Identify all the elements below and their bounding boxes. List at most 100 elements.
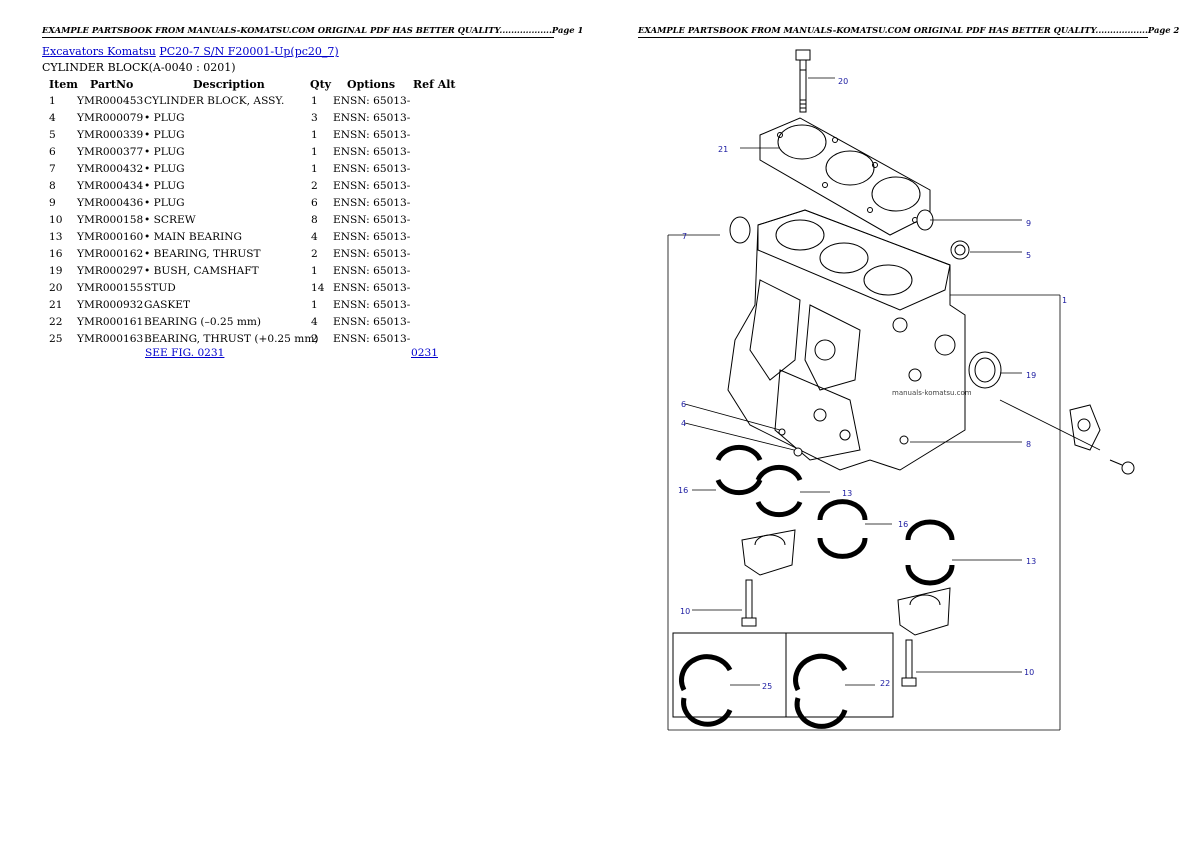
row-options: ENSN: 65013-	[333, 231, 411, 243]
exploded-parts-diagram: 20 21 9 7 5 1 19 6 4 8 16 13 16 13 10 25…	[667, 49, 1135, 731]
row-item: 7	[49, 163, 56, 175]
callout-label: 20	[838, 77, 848, 86]
plug-8-part	[899, 435, 909, 445]
callout-labels: 20 21 9 7 5 1 19 6 4 8 16 13 16 13 10 25…	[678, 77, 1067, 691]
row-partno: YMR000297	[77, 265, 144, 277]
breadcrumb-model-link[interactable]: PC20-7 S/N F20001-Up(pc20_7)	[159, 45, 339, 58]
leader-lines	[667, 77, 1101, 731]
row-item: 19	[49, 265, 63, 277]
callout-label: 21	[718, 145, 728, 154]
row-qty: 1	[311, 129, 318, 141]
row-partno: YMR000162	[77, 248, 144, 260]
row-partno: YMR000158	[77, 214, 144, 226]
callout-label: 8	[1026, 440, 1031, 449]
row-partno: YMR000434	[77, 180, 144, 192]
row-qty: 1	[311, 95, 318, 107]
row-options: ENSN: 65013-	[333, 129, 411, 141]
row-partno: YMR000163	[77, 333, 144, 345]
row-options: ENSN: 65013-	[333, 197, 411, 209]
row-options: ENSN: 65013-	[333, 214, 411, 226]
callout-label: 7	[682, 232, 687, 241]
row-item: 13	[49, 231, 63, 243]
row-item: 22	[49, 316, 63, 328]
row-item: 16	[49, 248, 63, 260]
row-options: ENSN: 65013-	[333, 316, 411, 328]
row-partno: YMR000339	[77, 129, 144, 141]
row-description: BEARING (–0.25 mm)	[144, 316, 262, 328]
row-options: ENSN: 65013-	[333, 163, 411, 175]
row-options: ENSN: 65013-	[333, 299, 411, 311]
row-options: ENSN: 65013-	[333, 180, 411, 192]
stud-bolt-part	[795, 49, 811, 113]
row-description: STUD	[144, 282, 176, 294]
row-description: • PLUG	[144, 146, 185, 158]
row-description: • PLUG	[144, 112, 185, 124]
callout-label: 16	[678, 486, 688, 495]
callout-label: 6	[681, 400, 686, 409]
row-options: ENSN: 65013-	[333, 146, 411, 158]
row-options: ENSN: 65013-	[333, 265, 411, 277]
see-fig-link[interactable]: SEE FIG. 0231	[145, 347, 225, 359]
row-partno: YMR000155	[77, 282, 144, 294]
row-qty: 3	[311, 112, 318, 124]
callout-label: 5	[1026, 251, 1031, 260]
row-qty: 1	[311, 265, 318, 277]
row-description: • BUSH, CAMSHAFT	[144, 265, 259, 277]
row-partno: YMR000377	[77, 146, 144, 158]
header-item: Item	[49, 78, 78, 91]
row-options: ENSN: 65013-	[333, 112, 411, 124]
row-qty: 4	[311, 316, 318, 328]
row-description: • SCREW	[144, 214, 196, 226]
row-qty: 1	[311, 299, 318, 311]
row-options: ENSN: 65013-	[333, 282, 411, 294]
thrust-bearing-inset	[672, 632, 894, 729]
header-description: Description	[193, 78, 265, 91]
callout-label: 10	[680, 607, 690, 616]
row-options: ENSN: 65013-	[333, 248, 411, 260]
row-qty: 6	[311, 197, 318, 209]
row-description: • PLUG	[144, 163, 185, 175]
plug-4-part	[793, 447, 803, 457]
row-item: 1	[49, 95, 56, 107]
row-item: 4	[49, 112, 56, 124]
header-qty: Qty	[310, 78, 332, 91]
row-qty: 1	[311, 146, 318, 158]
page-header-right: EXAMPLE PARTSBOOK FROM MANUALS-KOMATSU.C…	[638, 24, 1179, 38]
row-qty: 2	[311, 248, 318, 260]
row-description: CYLINDER BLOCK, ASSY.	[144, 95, 285, 107]
cylinder-block-part	[727, 209, 966, 471]
callout-label: 22	[880, 679, 890, 688]
section-title: CYLINDER BLOCK(A-0040 : 0201)	[42, 61, 236, 74]
row-options: ENSN: 65013-	[333, 333, 411, 345]
bearing-cap-right-part	[897, 587, 951, 687]
breadcrumb-brand-link[interactable]: Excavators Komatsu	[42, 45, 156, 58]
row-item: 21	[49, 299, 63, 311]
row-item: 6	[49, 146, 56, 158]
row-description: • PLUG	[144, 129, 185, 141]
row-partno: YMR000436	[77, 197, 144, 209]
bearing-shells-part	[715, 444, 955, 586]
callout-label: 9	[1026, 219, 1031, 228]
row-item: 9	[49, 197, 56, 209]
row-qty: 4	[311, 231, 318, 243]
row-qty: 2	[311, 180, 318, 192]
callout-label: 1	[1062, 296, 1067, 305]
fig-ref-link[interactable]: 0231	[411, 347, 438, 359]
row-description: • BEARING, THRUST	[144, 248, 261, 260]
row-options: ENSN: 65013-	[333, 95, 411, 107]
row-description: • MAIN BEARING	[144, 231, 242, 243]
row-item: 20	[49, 282, 63, 294]
row-description: • PLUG	[144, 197, 185, 209]
row-item: 25	[49, 333, 63, 345]
row-description: BEARING, THRUST (+0.25 mm)	[144, 333, 319, 345]
row-partno: YMR000079	[77, 112, 144, 124]
row-partno: YMR000453	[77, 95, 144, 107]
row-partno: YMR000160	[77, 231, 144, 243]
row-qty: 14	[311, 282, 325, 294]
callout-label: 16	[898, 520, 908, 529]
row-description: • PLUG	[144, 180, 185, 192]
callout-label: 25	[762, 682, 772, 691]
row-qty: 2	[311, 333, 318, 345]
row-item: 8	[49, 180, 56, 192]
callout-label: 13	[1026, 557, 1036, 566]
